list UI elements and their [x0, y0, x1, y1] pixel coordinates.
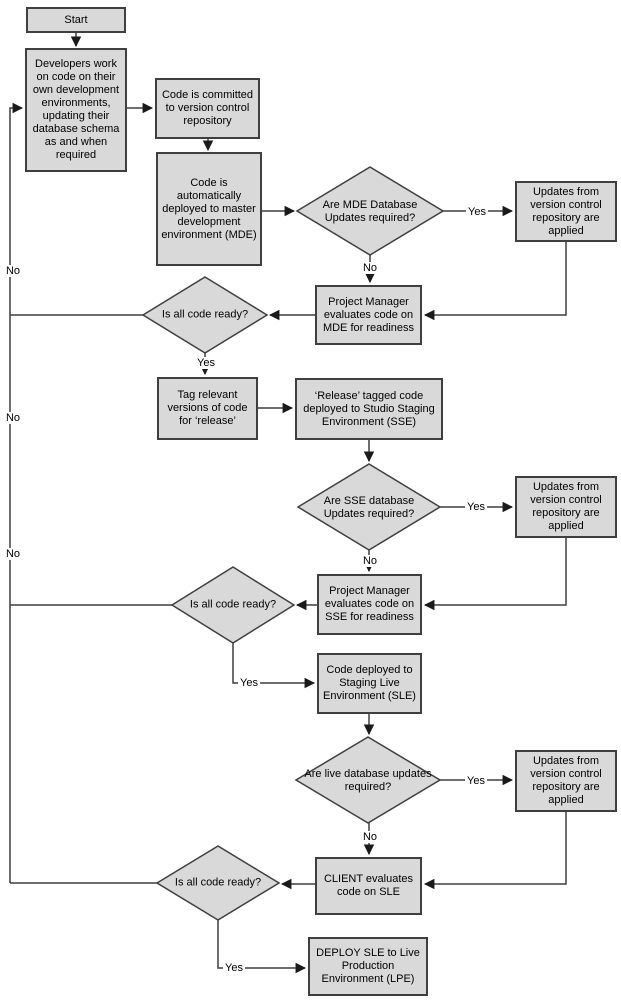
edge-label-no-mde: No	[360, 262, 380, 274]
edge-label-yes-ready-sse: Yes	[238, 677, 260, 689]
edge-label-no-feedback-1: No	[3, 265, 23, 277]
edge-label-no-sse: No	[360, 555, 380, 567]
decision-ready-live-shape	[155, 845, 281, 921]
decision-sse-updates-shape	[296, 463, 442, 551]
node-pm-evaluates-mde: Project Manager evaluates code on MDE fo…	[315, 285, 422, 345]
edge-label-yes-ready-live: Yes	[223, 962, 245, 974]
node-pm-evaluates-sse: Project Manager evaluates code on SSE fo…	[317, 574, 422, 635]
edge-label-yes-live: Yes	[465, 775, 487, 787]
edge-label-no-feedback-2: No	[3, 412, 23, 424]
edge-label-yes-ready-mde: Yes	[195, 357, 217, 369]
node-tag-release: Tag relevant versions of code for ‘relea…	[157, 377, 258, 440]
node-start: Start	[26, 7, 126, 33]
decision-ready-mde-shape	[141, 276, 269, 354]
node-client-evaluates-sle: CLIENT evaluates code on SLE	[315, 857, 422, 915]
edge-label-yes-sse: Yes	[465, 501, 487, 513]
node-updates-applied-sse: Updates from version control repository …	[515, 476, 617, 538]
node-deploy-lpe: DEPLOY SLE to Live Production Environmen…	[308, 937, 428, 996]
node-release-deployed-sse: ‘Release’ tagged code deployed to Studio…	[295, 378, 443, 440]
node-code-deployed-sle: Code deployed to Staging Live Environmen…	[317, 653, 422, 714]
node-code-deployed-mde: Code is automatically deployed to master…	[156, 152, 262, 266]
node-updates-applied-mde: Updates from version control repository …	[515, 181, 617, 242]
edge-label-no-live: No	[360, 831, 380, 843]
decision-ready-sse-shape	[170, 566, 296, 644]
decision-mde-updates-shape	[295, 166, 445, 256]
edge-label-yes-mde: Yes	[466, 206, 488, 218]
node-updates-applied-live: Updates from version control repository …	[515, 750, 617, 812]
node-developers-work: Developers work on code on their own dev…	[25, 48, 127, 172]
edge-label-no-feedback-3: No	[3, 548, 23, 560]
decision-live-updates-shape	[294, 736, 442, 824]
node-code-committed: Code is committed to version control rep…	[155, 78, 260, 139]
